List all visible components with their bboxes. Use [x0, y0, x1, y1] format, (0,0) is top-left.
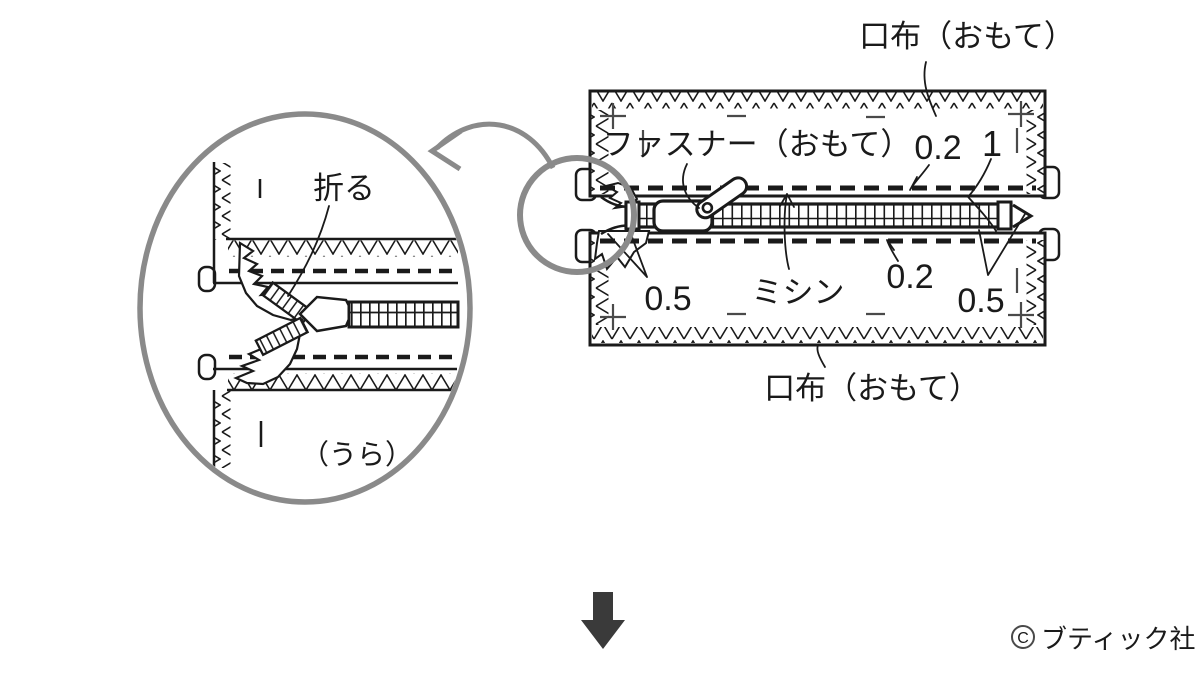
leader-lines [607, 61, 1026, 368]
upper-side-pinked-edge [213, 163, 231, 240]
top-fabric-label: 口布（おもて） [859, 19, 1075, 54]
top-seam-leader [909, 164, 930, 191]
bottom-fabric-label: 口布（おもて） [764, 371, 980, 406]
fold-label: 折る [313, 171, 375, 206]
measure-zipper-gap: 1 [982, 123, 1002, 164]
stitch-label-leader [779, 193, 795, 270]
corner-mark-top-left [600, 103, 626, 129]
zipper-tape-right-end [1012, 203, 1034, 229]
next-step-arrow [581, 592, 625, 649]
zipper-end-connector [298, 295, 354, 333]
machine-stitch-label: ミシン [752, 275, 845, 310]
back-side-label: （うら） [301, 439, 413, 470]
magnifier-inset: 折る （うら） [137, 111, 473, 505]
measure-right-margin: 0.5 [957, 282, 1004, 320]
top-fabric-leader [923, 61, 937, 117]
zipper-teeth-strip-lower [254, 316, 310, 357]
magnifier-arrowhead [427, 128, 463, 172]
bottom-seam-leader [886, 239, 899, 262]
lower-pinked-row [228, 373, 457, 390]
zipper-label: ファスナー（おもて） [603, 127, 912, 162]
magnifier-arrow-curve [435, 121, 556, 170]
corner-mark-bottom-right [1008, 302, 1034, 328]
top-fabric-piece [588, 89, 1047, 198]
zipper-gap-leader [967, 158, 997, 232]
zipper-stop-right [996, 200, 1013, 231]
top-fabric-pinked-top [592, 92, 1043, 109]
magnifier-circle-large [137, 111, 473, 505]
zipper-label-leader [682, 163, 700, 209]
bottom-fabric-outline [588, 231, 1047, 347]
zipper-pull-tab [695, 176, 749, 220]
copyright-symbol: C [1017, 630, 1029, 647]
grain-marks-top [641, 114, 1019, 155]
bottom-fabric-pinked-bottom [592, 327, 1043, 343]
measure-bottom-seam: 0.2 [886, 258, 933, 296]
left-margin-leader [607, 233, 648, 278]
copyright-symbol-circle [1011, 625, 1035, 649]
copyright: C ブティック社 [1011, 624, 1195, 654]
lower-side-pinked-edge [213, 391, 231, 468]
zipper-teeth-outline [347, 300, 460, 329]
right-margin-leader [978, 213, 1026, 276]
magnifier-circle-small [517, 155, 637, 275]
top-fabric-pinked-right [1026, 110, 1044, 194]
fold-tab-cap [197, 265, 217, 293]
zipper-teeth-texture [349, 302, 458, 327]
measure-left-margin: 0.5 [644, 280, 691, 318]
main-diagram: 口布（おもて） ファスナー（おもて） 0.2 1 0.5 ミシン 0.2 0.5… [574, 19, 1075, 406]
inset-content [197, 162, 460, 468]
copyright-text: ブティック社 [1041, 624, 1195, 654]
top-fabric-pinked-left [591, 110, 609, 194]
grain-marks-bottom [727, 268, 1019, 316]
fold-tab-cap-lower [197, 353, 217, 381]
bottom-fabric-piece [588, 231, 1047, 347]
zipper [600, 176, 1034, 236]
zipper-teeth-band-texture [626, 204, 1011, 227]
magnifier-link [427, 121, 637, 275]
fold-leader-line [287, 205, 330, 297]
bottom-fabric-leader [816, 344, 826, 368]
measure-top-seam: 0.2 [914, 129, 961, 167]
bottom-fabric-pinked-right [1026, 240, 1044, 325]
corner-mark-bottom-left [600, 304, 626, 330]
upper-pinked-row [228, 240, 458, 257]
corner-mark-top-right [1008, 101, 1034, 127]
